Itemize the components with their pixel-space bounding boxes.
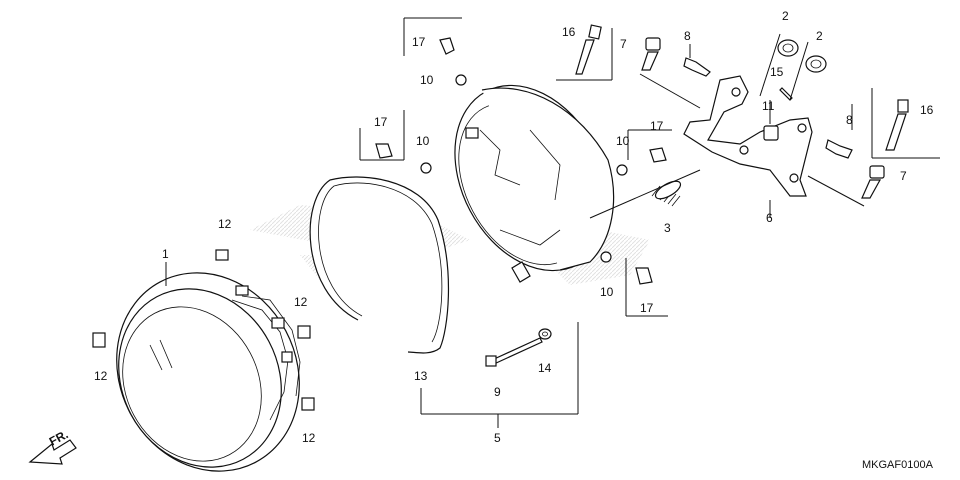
headlight-case: [454, 84, 615, 283]
callout-10c: 10: [616, 134, 630, 148]
callout-14: 14: [538, 361, 552, 375]
front-arrow-icon: FR.: [28, 427, 77, 465]
callout-8a: 8: [684, 29, 691, 43]
callout-16b: 16: [920, 103, 934, 117]
callout-12b: 12: [294, 295, 308, 309]
headlight-rim-band: [309, 176, 450, 354]
grommets: [777, 39, 827, 73]
callout-16a: 16: [562, 25, 576, 39]
callout-9: 9: [494, 385, 501, 399]
leader-lines: [165, 17, 940, 428]
callout-11: 11: [762, 99, 775, 113]
callout-17a: 17: [412, 35, 426, 49]
callout-15: 15: [770, 65, 784, 79]
headlight-unit: [116, 272, 301, 472]
callout-13: 13: [414, 369, 428, 383]
diagram-code: MKGAF0100A: [862, 459, 934, 471]
small-screws: [375, 37, 667, 285]
bolts: [485, 24, 909, 367]
callout-17b: 17: [374, 115, 388, 129]
callout-labels: 1 2 2 3 5 6 7 7 8 8 9 10 10 10 10 11 12 …: [94, 9, 934, 445]
callout-17c: 17: [650, 119, 664, 133]
callout-10d: 10: [600, 285, 614, 299]
clip-nuts: [92, 249, 315, 411]
callout-6: 6: [766, 211, 773, 225]
callout-7b: 7: [900, 169, 907, 183]
callout-10b: 10: [416, 134, 430, 148]
callout-12d: 12: [302, 431, 316, 445]
callout-12c: 12: [94, 369, 108, 383]
collar-and-pin: [763, 87, 793, 141]
callout-2a: 2: [782, 9, 789, 23]
callout-10a: 10: [420, 73, 434, 87]
callout-5: 5: [494, 431, 501, 445]
headlight-bracket: [683, 75, 813, 197]
callout-2b: 2: [816, 29, 823, 43]
spring: [651, 180, 682, 207]
callout-17d: 17: [640, 301, 654, 315]
callout-1: 1: [162, 247, 169, 261]
callout-7a: 7: [620, 37, 627, 51]
callout-8b: 8: [846, 113, 853, 127]
callout-3: 3: [664, 221, 671, 235]
callout-12a: 12: [218, 217, 232, 231]
